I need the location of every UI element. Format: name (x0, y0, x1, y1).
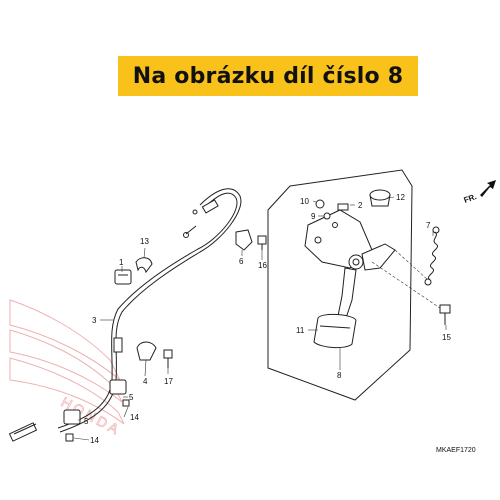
callout-labels: 1 2 3 4 5 5 6 7 8 9 10 11 12 13 14 14 15… (84, 193, 451, 445)
pivot-bolt (439, 304, 451, 325)
callout-17: 17 (164, 377, 173, 386)
callout-15: 15 (442, 333, 451, 342)
cable-clamps (63, 229, 267, 442)
callout-6: 6 (239, 257, 244, 266)
callout-3: 3 (92, 316, 97, 325)
callout-16: 16 (258, 261, 267, 270)
banner-text: Na obrázku díl číslo 8 (132, 63, 404, 89)
callout-10: 10 (300, 197, 309, 206)
return-spring (424, 226, 440, 286)
callout-11: 11 (296, 326, 305, 335)
callout-9: 9 (311, 212, 316, 221)
callout-5-upper: 5 (129, 393, 134, 402)
callout-14-upper: 14 (130, 413, 139, 422)
brake-pedal-assembly (304, 189, 396, 349)
diagram-code: MKAEF1720 (436, 447, 476, 454)
callout-7: 7 (426, 221, 431, 230)
leader-lines (73, 196, 447, 441)
callout-1: 1 (119, 258, 124, 267)
callout-2: 2 (358, 201, 363, 210)
callout-14-lower: 14 (90, 436, 99, 445)
callout-4: 4 (143, 377, 148, 386)
front-direction-arrow: FR. (463, 180, 496, 205)
title-banner: Na obrázku díl číslo 8 (118, 56, 418, 96)
front-direction-label: FR. (463, 192, 478, 205)
callout-5-lower: 5 (84, 417, 89, 426)
callout-13: 13 (140, 237, 149, 246)
callout-8: 8 (337, 371, 342, 380)
callout-12: 12 (396, 193, 405, 202)
